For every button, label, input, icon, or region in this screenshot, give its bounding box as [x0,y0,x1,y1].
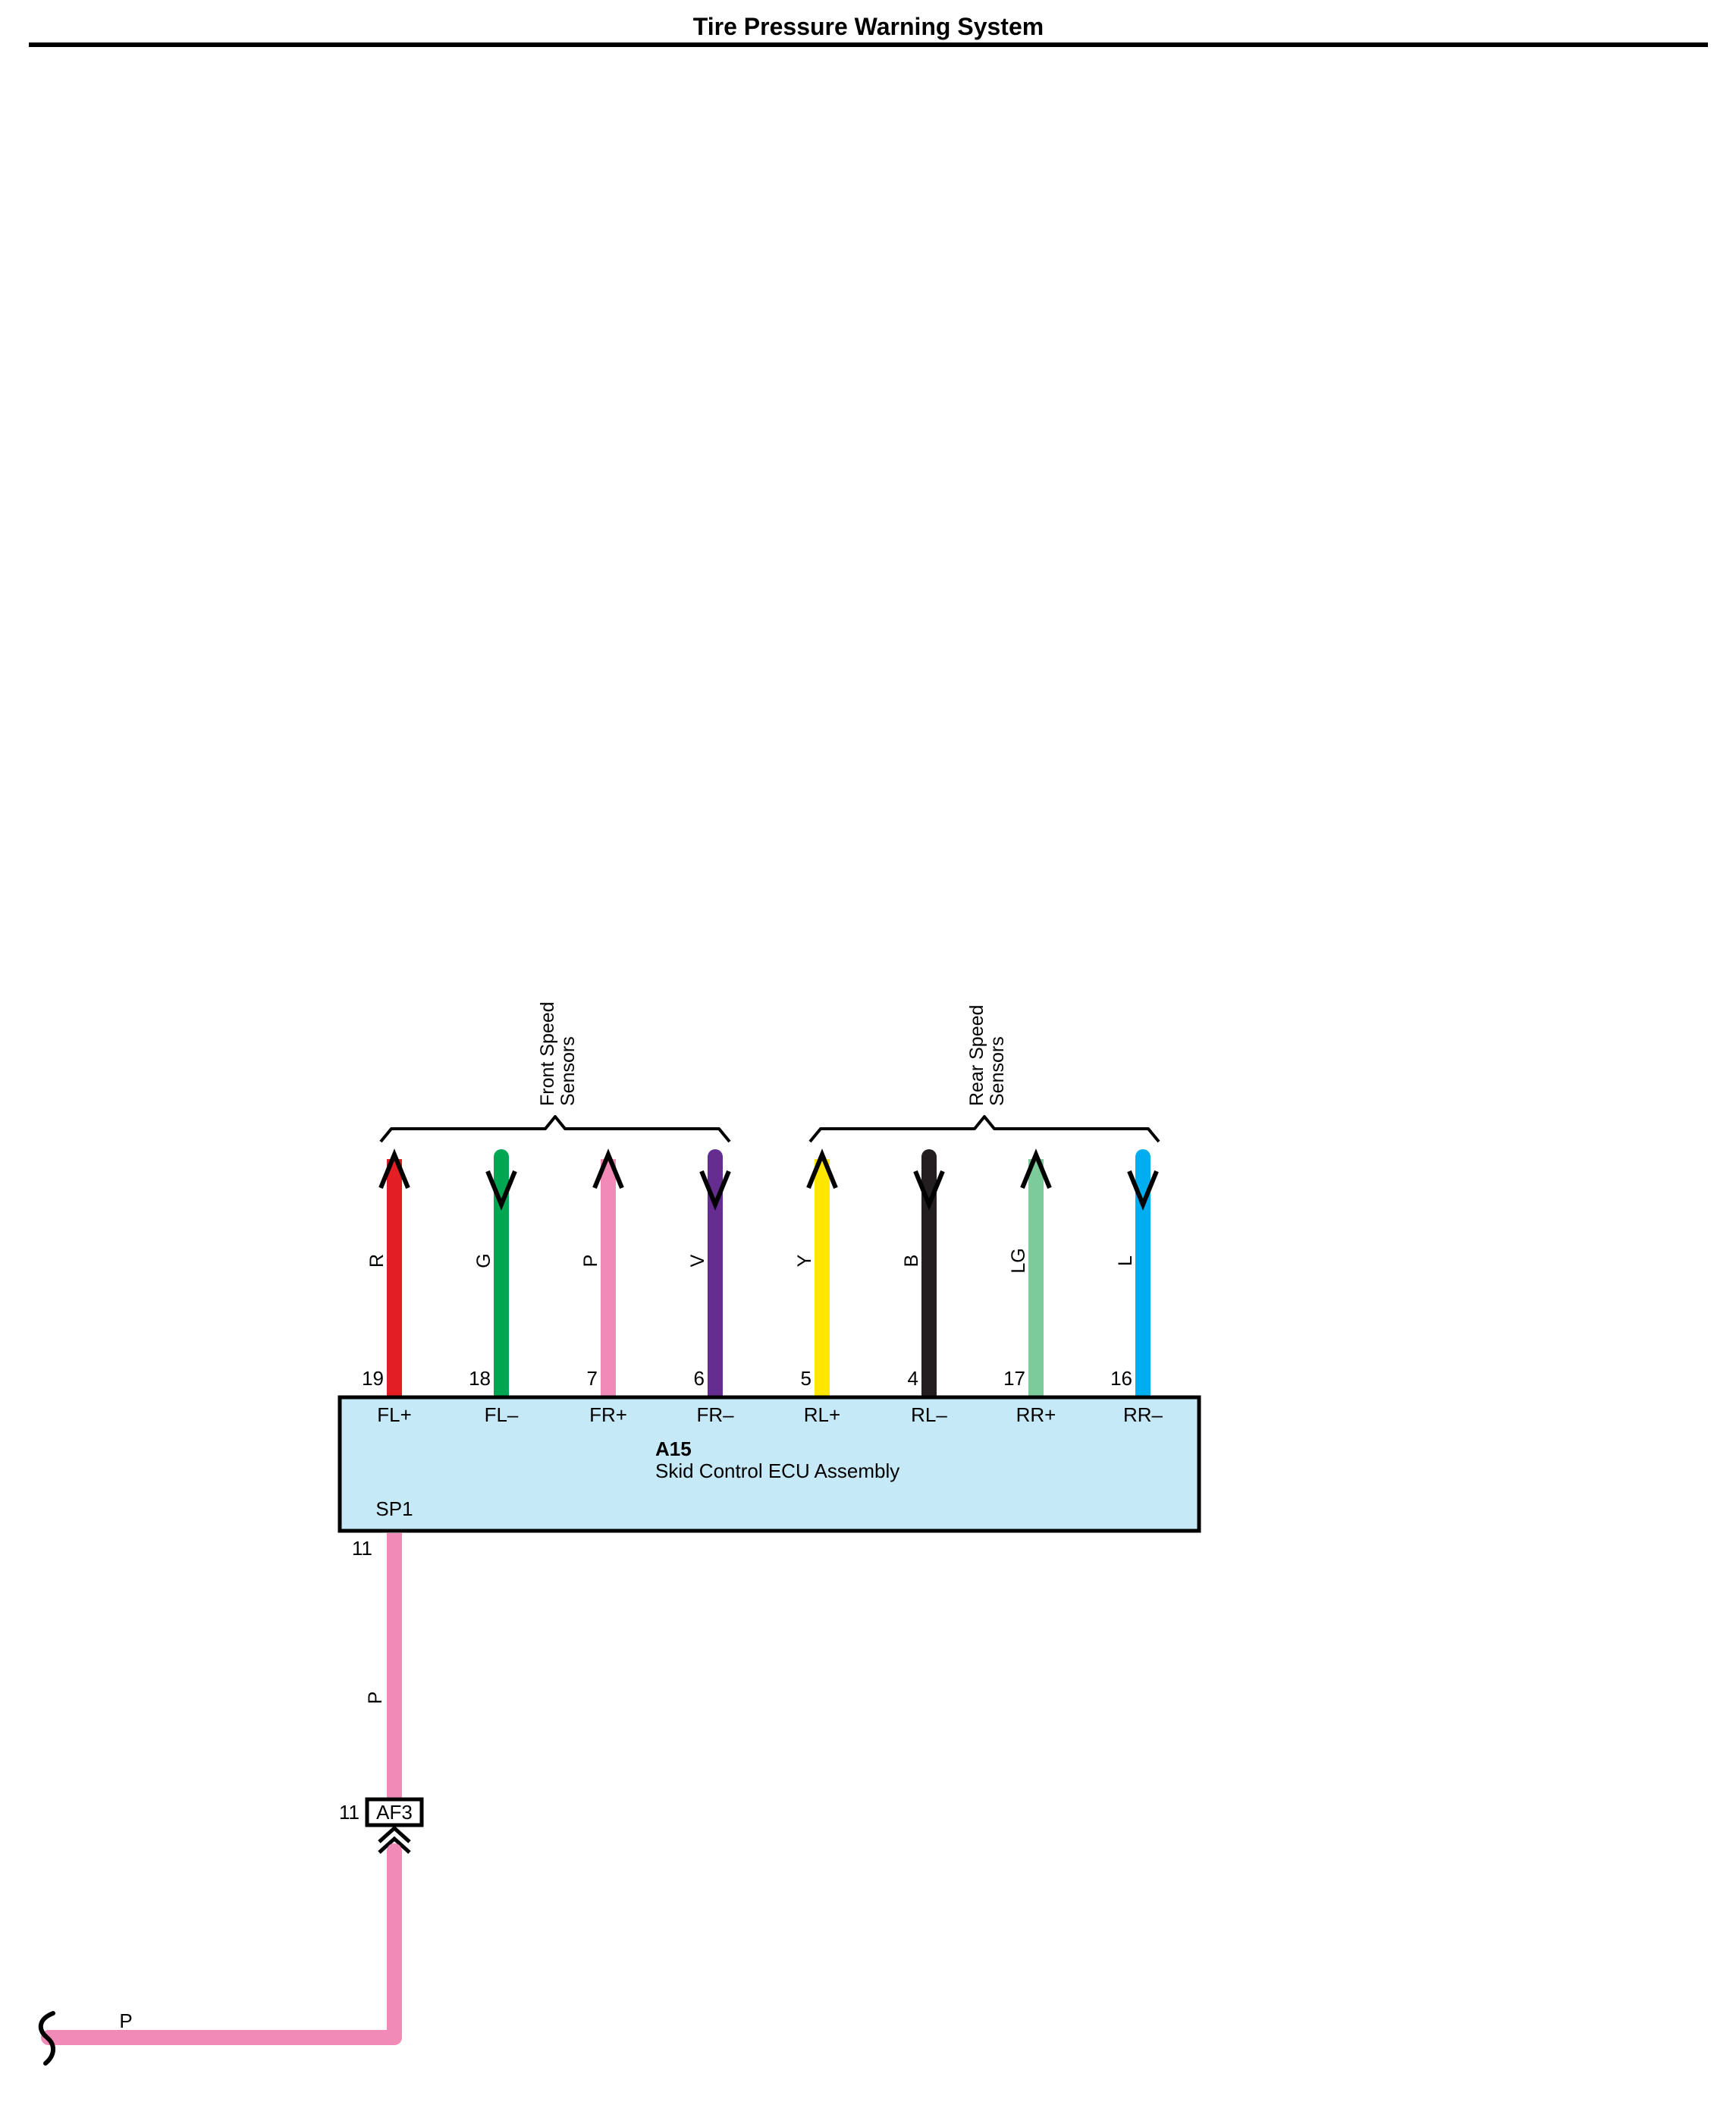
front-sensors-line1: Front Speed [537,1001,558,1106]
ecu-terminal-label: FL– [485,1403,519,1426]
wire-fr-plus: P7 [580,1148,624,1397]
wire-pin-number: 4 [908,1367,918,1390]
front-sensors-label: Front Speed Sensors [537,1001,579,1106]
ecu-terminal-label: RR+ [1016,1403,1056,1426]
ecu-terminal-label: RR– [1123,1403,1163,1426]
wire-pin-number: 17 [1003,1367,1025,1390]
wire-rr-minus: L 16 [1110,1149,1159,1405]
lower-wire-color-code: P [365,1692,386,1705]
wire-color-code: V [687,1254,708,1267]
ecu-name: Skid Control ECU Assembly [655,1459,899,1482]
connector-chevron-icon [378,1825,411,1854]
wire-pin-number: 19 [362,1367,384,1390]
ecu-terminal-label: RL+ [804,1403,840,1426]
rear-sensors-label: Rear Speed Sensors [966,1005,1008,1106]
lower-wire-lower [41,1843,402,2045]
front-sensors-brace [379,1115,731,1143]
rear-sensors-line1: Rear Speed [966,1005,987,1106]
arrow-down-icon [913,1170,945,1211]
front-sensors-line2: Sensors [557,1036,579,1106]
ecu-terminal-label: FR+ [589,1403,627,1426]
wire-color-code: L [1115,1255,1136,1266]
wire-color-code: LG [1008,1248,1029,1273]
wire-fr-minus: V6 [687,1149,731,1405]
wire-color-code: P [580,1255,601,1268]
arrow-up-icon [1020,1148,1052,1189]
bottom-wire-color-code: P [119,2009,132,2032]
wire-color-code: R [366,1254,388,1268]
wire-fl-plus: R 19 [362,1148,410,1397]
ecu-bottom-pin: 11 [352,1537,372,1560]
ecu-terminal-label: FL+ [377,1403,412,1426]
ecu-bottom-terminal: SP1 [375,1497,413,1520]
page-title: Tire Pressure Warning System [693,13,1044,40]
rear-sensors-line2: Sensors [987,1036,1008,1106]
wire-pin-number: 5 [801,1367,811,1390]
wire-color-code: Y [794,1254,815,1267]
rear-sensors-brace [808,1115,1160,1143]
arrow-up-icon [592,1148,624,1189]
wire-pin-number: 6 [694,1367,705,1390]
wire-pin-number: 16 [1110,1367,1132,1390]
wire-rl-minus: B4 [901,1149,945,1405]
wire-pin-number: 7 [587,1367,598,1390]
arrow-down-icon [485,1170,517,1211]
arrow-up-icon [378,1148,410,1189]
ecu-box [337,1395,1201,1533]
ecu-terminal-label: FR– [696,1403,734,1426]
arrow-down-icon [699,1170,731,1211]
wire-pin-number: 18 [469,1367,491,1390]
ecu-terminal-label: RL– [911,1403,947,1426]
wire-rr-plus: LG 17 [1003,1148,1052,1397]
connector-af3-box [365,1797,424,1827]
wire-rl-plus: Y5 [794,1148,838,1397]
ecu-code: A15 [655,1437,692,1460]
wire-fl-minus: G 18 [469,1149,517,1405]
ecu-terminals: FL+ FL– FR+ FR– RL+ RL– RR+ RR– [377,1403,1163,1426]
wire-color-code: B [901,1255,922,1268]
wire-color-code: G [473,1253,494,1268]
arrow-up-icon [806,1148,838,1189]
wire-break-icon [38,2011,55,2066]
connector-code: AF3 [376,1801,413,1824]
arrow-down-icon [1127,1170,1159,1211]
connector-pin: 11 [339,1801,359,1824]
